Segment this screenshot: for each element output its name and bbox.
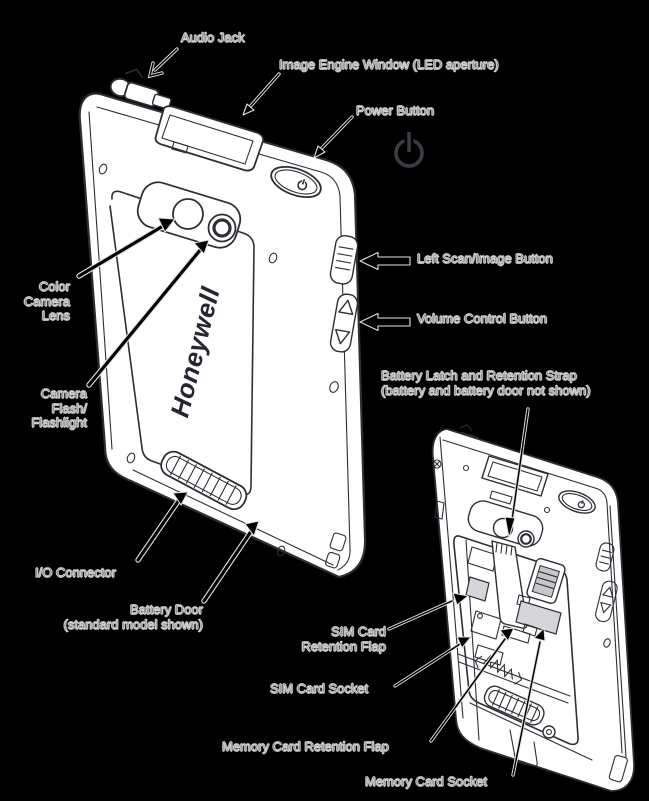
side-latch-part [325,532,347,569]
label-left-scan-image-button: Left Scan/Image Button [417,251,554,266]
label-memory-card-socket: Memory Card Socket [365,774,488,789]
label-io-connector: I/O Connector [35,565,117,580]
sim-flap-part [526,558,566,604]
power-icon [297,178,308,191]
image-engine-window-part [154,105,265,172]
label-battery-latch: Battery Latch and Retention Strap (batte… [381,368,591,398]
arrow-color-camera-lens [76,217,176,279]
memory-socket-part [515,594,562,637]
arrow-audio-jack [147,47,179,79]
arrow-battery-latch [504,407,530,539]
volume-rocker-part-2 [595,580,618,623]
label-audio-jack: Audio Jack [181,30,245,45]
power-icon-small [577,500,586,509]
label-battery-door: Battery Door (standard model shown) [63,602,203,632]
label-power-button: Power Button [356,103,435,118]
label-sim-card-retention-flap: SIM Card Retention Flap [301,624,386,654]
arrow-io-connector [135,491,189,563]
scan-button-part-2 [595,542,615,572]
arrow-sim-retention-flap [387,592,469,631]
volume-rocker-part [329,293,359,353]
arrow-battery-door [201,520,260,604]
arrow-memory-socket [511,627,546,777]
power-icon-callout [394,130,424,168]
arrow-volume-button [359,312,411,332]
arrow-left-scan-button [359,251,411,271]
camera-plate [136,181,242,249]
arrow-sim-socket [393,636,472,688]
audio-jack-part [109,68,172,110]
battery-door-part [109,190,255,496]
device-back-view: Honeywell [78,68,367,579]
arrow-camera-flash [86,239,210,388]
label-camera-flash: Camera Flash/ Flashlight [31,386,88,430]
left-scan-button-part [329,235,359,285]
device-open-view [431,424,635,792]
arrow-power-button [313,115,354,159]
speaker-grille-2 [483,685,545,726]
power-button-part-2 [558,490,596,514]
power-button-part [270,165,322,199]
speaker-grille [160,450,248,511]
label-color-camera-lens: Color Camera Lens [23,279,70,323]
camera-lens-part [172,198,204,230]
arrow-image-engine-window [242,72,281,116]
label-image-engine-window: Image Engine Window (LED aperture) [279,57,500,72]
arrow-memory-retention-flap [429,627,515,743]
label-memory-card-retention-flap: Memory Card Retention Flap [222,739,390,754]
label-sim-card-socket: SIM Card Socket [270,681,369,696]
label-volume-control-button: Volume Control Button [417,311,548,326]
